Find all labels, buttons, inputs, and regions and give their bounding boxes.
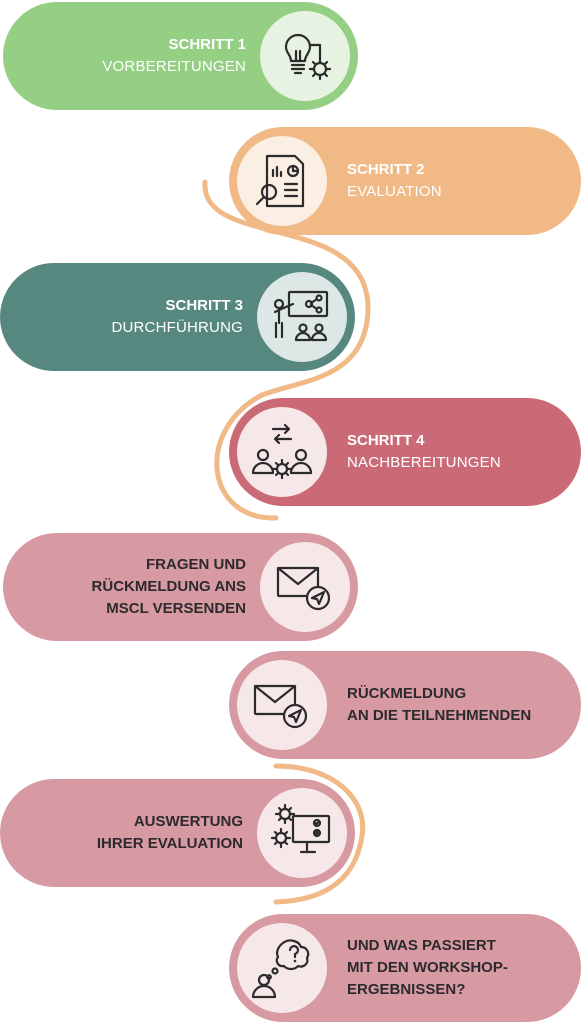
task-1-line-1: FRAGEN UND bbox=[146, 556, 246, 573]
exchange-people-icon bbox=[251, 423, 313, 480]
step-4-subtitle: NACHBEREITUNGEN bbox=[347, 454, 501, 471]
task-2-line-2: AN DIE TEILNEHMENDEN bbox=[347, 707, 532, 724]
presentation-icon bbox=[273, 290, 329, 342]
task-4-line-3: ERGEBNISSEN? bbox=[347, 981, 466, 998]
connector-curve-1 bbox=[202, 179, 371, 398]
task-4-line-1: UND WAS PASSIERT bbox=[347, 937, 496, 954]
step-1-icon-circle bbox=[260, 11, 350, 101]
step-2-title: SCHRITT 2 bbox=[347, 161, 425, 178]
step-2-subtitle: EVALUATION bbox=[347, 183, 442, 200]
task-2-line-1: RÜCKMELDUNG bbox=[347, 685, 467, 702]
task-2-pill: RÜCKMELDUNG AN DIE TEILNEHMENDEN bbox=[229, 651, 581, 759]
step-4-icon-circle bbox=[237, 407, 327, 497]
step-3-pill: SCHRITT 3 DURCHFÜHRUNG bbox=[0, 263, 355, 371]
task-3-line-2: IHRER EVALUATION bbox=[96, 835, 243, 852]
monitor-gears-icon bbox=[270, 803, 331, 854]
step-1-title: SCHRITT 1 bbox=[168, 36, 246, 53]
step-1-pill: SCHRITT 1 VORBEREITUNGEN bbox=[3, 2, 358, 110]
mail-send-icon bbox=[253, 684, 308, 729]
step-2-icon-circle bbox=[237, 136, 327, 226]
task-4-pill: UND WAS PASSIERT MIT DEN WORKSHOP- ERGEB… bbox=[229, 914, 581, 1022]
step-3-title: SCHRITT 3 bbox=[165, 297, 243, 314]
task-1-icon-circle bbox=[260, 542, 350, 632]
task-1-line-2: RÜCKMELDUNG ANS bbox=[91, 578, 246, 595]
task-3-pill: AUSWERTUNG IHRER EVALUATION bbox=[0, 779, 355, 887]
task-3-icon-circle bbox=[257, 788, 347, 878]
step-4-title: SCHRITT 4 bbox=[347, 432, 425, 449]
task-2-icon-circle bbox=[237, 660, 327, 750]
task-1-line-3: MSCL VERSENDEN bbox=[106, 600, 246, 617]
task-3-line-1: AUSWERTUNG bbox=[133, 813, 243, 830]
task-4-line-2: MIT DEN WORKSHOP- bbox=[347, 959, 508, 976]
connector-curve-2 bbox=[214, 392, 279, 521]
step-3-subtitle: DURCHFÜHRUNG bbox=[111, 319, 243, 336]
thinking-person-icon bbox=[251, 939, 310, 999]
mail-send-icon bbox=[276, 566, 331, 611]
step-2-pill: SCHRITT 2 EVALUATION bbox=[229, 127, 581, 235]
task-1-pill: FRAGEN UND RÜCKMELDUNG ANS MSCL VERSENDE… bbox=[3, 533, 358, 641]
task-4-icon-circle bbox=[237, 923, 327, 1013]
step-4-pill: SCHRITT 4 NACHBEREITUNGEN bbox=[229, 398, 581, 506]
report-magnifier-icon bbox=[255, 154, 305, 208]
step-1-subtitle: VORBEREITUNGEN bbox=[102, 58, 246, 75]
step-3-icon-circle bbox=[257, 272, 347, 362]
connector-curve-3 bbox=[273, 763, 366, 905]
lightbulb-gear-icon bbox=[284, 33, 332, 81]
